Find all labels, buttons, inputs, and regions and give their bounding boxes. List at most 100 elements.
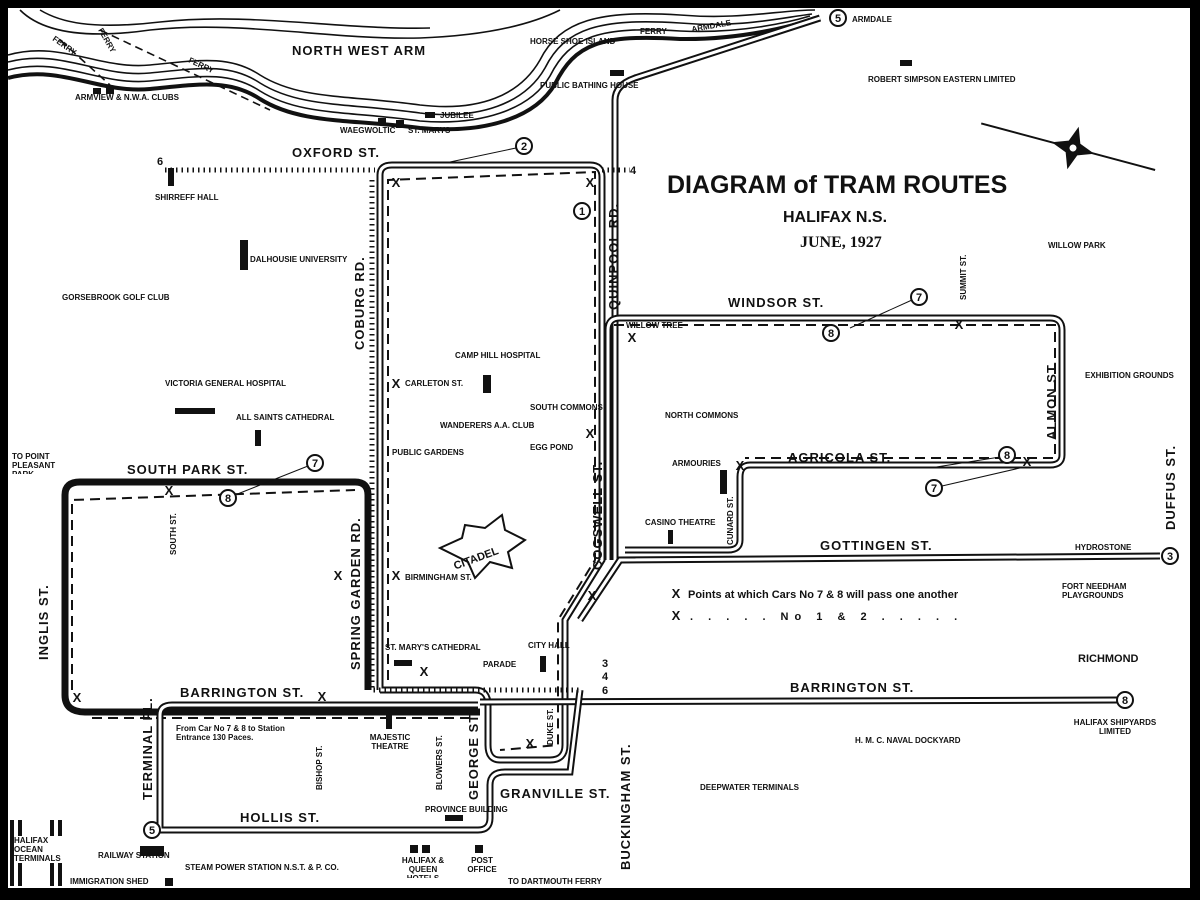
map-label: RICHMOND: [1078, 653, 1139, 665]
passing-point-marker: X: [392, 376, 401, 391]
route-marker-7-windsor: 7: [849, 288, 928, 329]
map-label: WILLOW PARK: [1048, 241, 1106, 250]
street-blowers: BLOWERS ST.: [435, 735, 444, 790]
map-label: EXHIBITION GROUNDS: [1085, 371, 1175, 380]
map-label: 6: [157, 156, 163, 168]
street-south-park: SOUTH PARK ST.: [127, 462, 248, 477]
street-spring-garden: SPRING GARDEN RD.: [348, 517, 363, 670]
map-label: ROBERT SIMPSON EASTERN LIMITED: [868, 75, 1016, 84]
street-oxford: OXFORD ST.: [292, 145, 380, 160]
route-markers: 1 2 3 8 5 5 6 4 4 6 3 7 8 8 7 7 8: [143, 9, 1179, 839]
route-marker-5-terminal: 5: [143, 821, 161, 839]
route-marker-8-windsor: 8: [822, 324, 840, 342]
map-label: VICTORIA GENERAL HOSPITAL: [165, 379, 286, 388]
street-willow-tree: WILLOW TREE: [626, 321, 684, 330]
street-barrington-west: BARRINGTON ST.: [180, 685, 304, 700]
map-label: PROVINCE BUILDING: [425, 805, 508, 814]
place-hotels: HALIFAX & QUEEN HOTELS: [401, 856, 445, 878]
map-label: 2: [521, 141, 527, 153]
map-label: NORTH COMMONS: [665, 411, 739, 420]
map-label: NORTH WEST ARM: [292, 43, 426, 58]
map-label: 7: [931, 483, 937, 495]
route-marker-8-barrington: 8: [1116, 691, 1134, 709]
map-label: 5: [835, 13, 841, 25]
street-almon: ALMON ST.: [1044, 361, 1059, 440]
place-to-point-pleasant: TO POINT PLEASANT PARK: [12, 452, 56, 474]
passing-point-marker: X: [318, 689, 327, 704]
legend-marker: X: [672, 608, 681, 623]
map-label: 7: [916, 292, 922, 304]
legend-passing-1-2: . . . . . No 1 & 2 . . . . .: [690, 611, 963, 623]
street-cunard: CUNARD ST.: [726, 497, 735, 545]
route-marker-4-parade: 4: [602, 671, 609, 683]
map-label: CITY HALL: [528, 641, 570, 650]
street-buckingham: BUCKINGHAM ST.: [618, 743, 633, 870]
street-summit: SUMMIT ST.: [959, 255, 968, 300]
passing-point-marker: X: [628, 330, 637, 345]
passing-point-marker: X: [392, 568, 401, 583]
place-shipyards: HALIFAX SHIPYARDS LIMITED: [1073, 718, 1157, 736]
passing-point-marker: X: [526, 736, 535, 751]
map-label: ARMVIEW & N.W.A. CLUBS: [75, 93, 180, 102]
place-ocean-terminals: HALIFAX OCEAN TERMINALS: [14, 836, 74, 863]
map-label: H. M. C. NAVAL DOCKYARD: [855, 736, 961, 745]
map-subtitle: HALIFAX N.S.: [783, 209, 887, 226]
place-majestic: MAJESTIC THEATRE: [369, 733, 411, 751]
title-block: DIAGRAM of TRAM ROUTES HALIFAX N.S. JUNE…: [667, 171, 1007, 251]
map-label: HYDROSTONE: [1075, 543, 1132, 552]
map-label: RAILWAY STATION: [98, 851, 170, 860]
map-label: HORSE SHOE ISLAND: [530, 37, 616, 46]
map-label: IMMIGRATION SHED: [70, 877, 149, 886]
street-agricola: AGRICOLA ST.: [788, 450, 891, 465]
map-label: GORSEBROOK GOLF CLUB: [62, 293, 170, 302]
street-windsor: WINDSOR ST.: [728, 295, 824, 310]
street-quinpool: QUINPOOL RD.: [606, 203, 621, 310]
map-label: 8: [225, 493, 231, 505]
map-label: SHIRREFF HALL: [155, 193, 219, 202]
route-marker-3-parade: 3: [602, 658, 608, 670]
street-birmingham: BIRMINGHAM ST.: [405, 573, 472, 582]
route-marker-8-south-park: 8: [219, 489, 237, 507]
street-coburg: COBURG RD.: [352, 256, 367, 350]
passing-point-marker: X: [420, 664, 429, 679]
street-duke: DUKE ST.: [546, 709, 555, 745]
map-label: PUBLIC BATHING HOUSE: [540, 81, 639, 90]
street-south: SOUTH ST.: [169, 513, 178, 555]
street-barrington-east: BARRINGTON ST.: [790, 680, 914, 695]
map-label: TO DARTMOUTH FERRY: [508, 877, 602, 886]
map-label: CASINO THEATRE: [645, 518, 716, 527]
map-label: 5: [149, 825, 155, 837]
map-label: STEAM POWER STATION N.S.T. & P. CO.: [185, 863, 339, 872]
map-label: PARADE: [483, 660, 517, 669]
map-label: ARMOURIES: [672, 459, 722, 468]
street-bishop: BISHOP ST.: [315, 746, 324, 790]
legend-passing-7-8: Points at which Cars No 7 & 8 will pass …: [688, 589, 959, 601]
passing-point-marker: X: [588, 588, 597, 603]
street-duffus: DUFFUS ST.: [1163, 445, 1178, 530]
passing-points: X X X X X X X X X X X X X X X X: [73, 175, 1032, 751]
map-date: JUNE, 1927: [800, 234, 882, 251]
street-inglis: INGLIS ST.: [36, 584, 51, 660]
map-label: ST. MARY'S CATHEDRAL: [385, 643, 481, 652]
legend-marker: X: [672, 586, 681, 601]
passing-point-marker: X: [73, 690, 82, 705]
map-label: ALL SAINTS CATHEDRAL: [236, 413, 334, 422]
street-granville: GRANVILLE ST.: [500, 786, 611, 801]
street-labels: OXFORD ST. COBURG RD. QUINPOOL RD. WINDS…: [36, 145, 1178, 870]
map-label: CAMP HILL HOSPITAL: [455, 351, 540, 360]
passing-point-marker: X: [586, 426, 595, 441]
street-terminal: TERMINAL PL.: [140, 697, 155, 800]
map-label: 3: [602, 658, 608, 670]
map-label: SOUTH COMMONS: [530, 403, 604, 412]
street-george: GEORGE ST.: [466, 711, 481, 800]
street-hollis: HOLLIS ST.: [240, 810, 320, 825]
map-label: DEEPWATER TERMINALS: [700, 783, 800, 792]
map-label: ST. MARYS: [408, 126, 451, 135]
passing-point-marker: X: [334, 568, 343, 583]
route-marker-3-gottingen: 3: [1161, 547, 1179, 565]
map-label: DALHOUSIE UNIVERSITY: [250, 255, 348, 264]
map-label: 8: [828, 328, 834, 340]
route-marker-8-agricola: 8: [929, 446, 1016, 469]
map-label: WANDERERS A.A. CLUB: [440, 421, 535, 430]
